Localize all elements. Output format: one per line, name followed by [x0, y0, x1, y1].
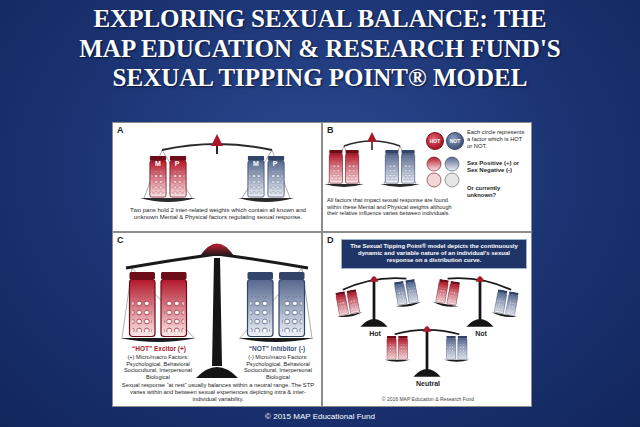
panel-text: “NOT” Inhibitor (-) — [237, 345, 317, 353]
art-rect — [426, 331, 429, 370]
art-g — [332, 273, 421, 327]
art-g — [332, 273, 522, 377]
art-path — [466, 319, 493, 327]
art-path — [211, 134, 223, 146]
art-use — [387, 336, 408, 359]
art-use — [248, 272, 305, 337]
panel-text: Sexual response “at rest” usually balanc… — [119, 382, 317, 403]
panel-text: Sex Positive (+) or Sex Negative (-) — [467, 160, 529, 174]
art-path — [385, 360, 411, 362]
panel-letter: C — [117, 235, 137, 246]
art-rect — [373, 281, 376, 320]
art-path — [370, 276, 379, 282]
art-g — [385, 326, 470, 377]
panel-box: DHotNotNeutral© 2016 MAP Education & Res… — [322, 232, 532, 407]
art-path — [200, 244, 234, 257]
art-use — [385, 150, 414, 183]
panel-text: Neutral — [398, 380, 458, 388]
weight-letter: P — [267, 160, 283, 168]
art-path — [238, 198, 294, 202]
art-rect — [112, 122, 532, 407]
panel-text: “HOT” Excitor (+) — [119, 345, 199, 353]
art-path — [413, 369, 440, 377]
art-g — [140, 134, 294, 202]
art-circle — [445, 173, 459, 187]
weight-letter: M — [248, 160, 264, 168]
main-title: EXPLORING SEXUAL BALANCE: THE MAP EDUCAT… — [10, 4, 630, 93]
art-path — [423, 326, 432, 332]
caption-banner: The Sexual Tipping Point® model depicts … — [341, 239, 527, 269]
art-g — [433, 273, 522, 319]
weight-letter: M — [150, 160, 166, 168]
banner-text: The Sexual Tipping Point® model depicts … — [346, 243, 522, 265]
panel-text: Each circle represents a factor which is… — [467, 129, 529, 150]
art-path — [120, 338, 196, 342]
art-path — [337, 312, 362, 319]
art-g — [433, 273, 522, 327]
weight-letter: P — [169, 160, 185, 168]
panel-text: Hot — [355, 330, 395, 338]
panel-box: C “HOT” Excitor (+)(+) Micro/macro Factor… — [112, 232, 322, 407]
art-rect — [479, 281, 482, 320]
factor-circle: NOT — [446, 132, 464, 150]
art-path — [360, 319, 387, 327]
circle-label: NOT — [450, 139, 461, 144]
art-path — [433, 302, 458, 309]
art-circle — [427, 173, 441, 187]
copyright-note: © 2015 MAP Educational Fund — [170, 412, 470, 422]
panel-text: Or currently unknown? — [467, 185, 529, 199]
panel-letter: B — [327, 125, 347, 136]
art-use — [494, 289, 518, 315]
panel-text: Two pans hold 2 inter-related weights wh… — [119, 207, 317, 221]
panel-text: All factors that impact sexual response … — [327, 197, 459, 217]
art-g — [324, 132, 459, 187]
art-path — [238, 338, 314, 342]
art-path — [396, 302, 421, 309]
art-use — [248, 156, 284, 197]
art-path — [380, 184, 420, 187]
art-use — [150, 156, 186, 197]
art-path — [212, 258, 222, 366]
art-g — [332, 273, 421, 319]
art-use — [329, 150, 358, 183]
art-use — [335, 289, 359, 315]
art-path — [476, 276, 485, 282]
art-path — [367, 132, 377, 142]
art-use — [446, 336, 467, 359]
art-path — [491, 312, 516, 319]
art-line — [371, 141, 373, 150]
art-use — [436, 279, 460, 305]
art-path — [196, 367, 238, 378]
panel-text: (-) Micro/macro Factors: Psychological, … — [239, 354, 317, 381]
art-path — [140, 198, 196, 202]
panel-box: A Two pans hold 2 inter-related weights w… — [112, 122, 322, 232]
circle-label: HOT — [430, 139, 441, 144]
panel-text: © 2016 MAP Education & Research Fund — [343, 396, 513, 402]
art-use — [130, 272, 187, 337]
art-path — [126, 254, 308, 268]
art-path — [324, 184, 364, 187]
art-circle — [427, 157, 441, 171]
panel-text: Not — [461, 330, 501, 338]
panel-box: B Each circle represents a factor which i… — [322, 122, 532, 232]
art-use — [394, 279, 418, 305]
panel-letter: A — [117, 125, 137, 136]
factor-circle: HOT — [426, 132, 444, 150]
panel-text: (+) Micro/macro Factors: Psychological, … — [119, 354, 197, 381]
art-path — [444, 360, 470, 362]
art-circle — [445, 157, 459, 171]
